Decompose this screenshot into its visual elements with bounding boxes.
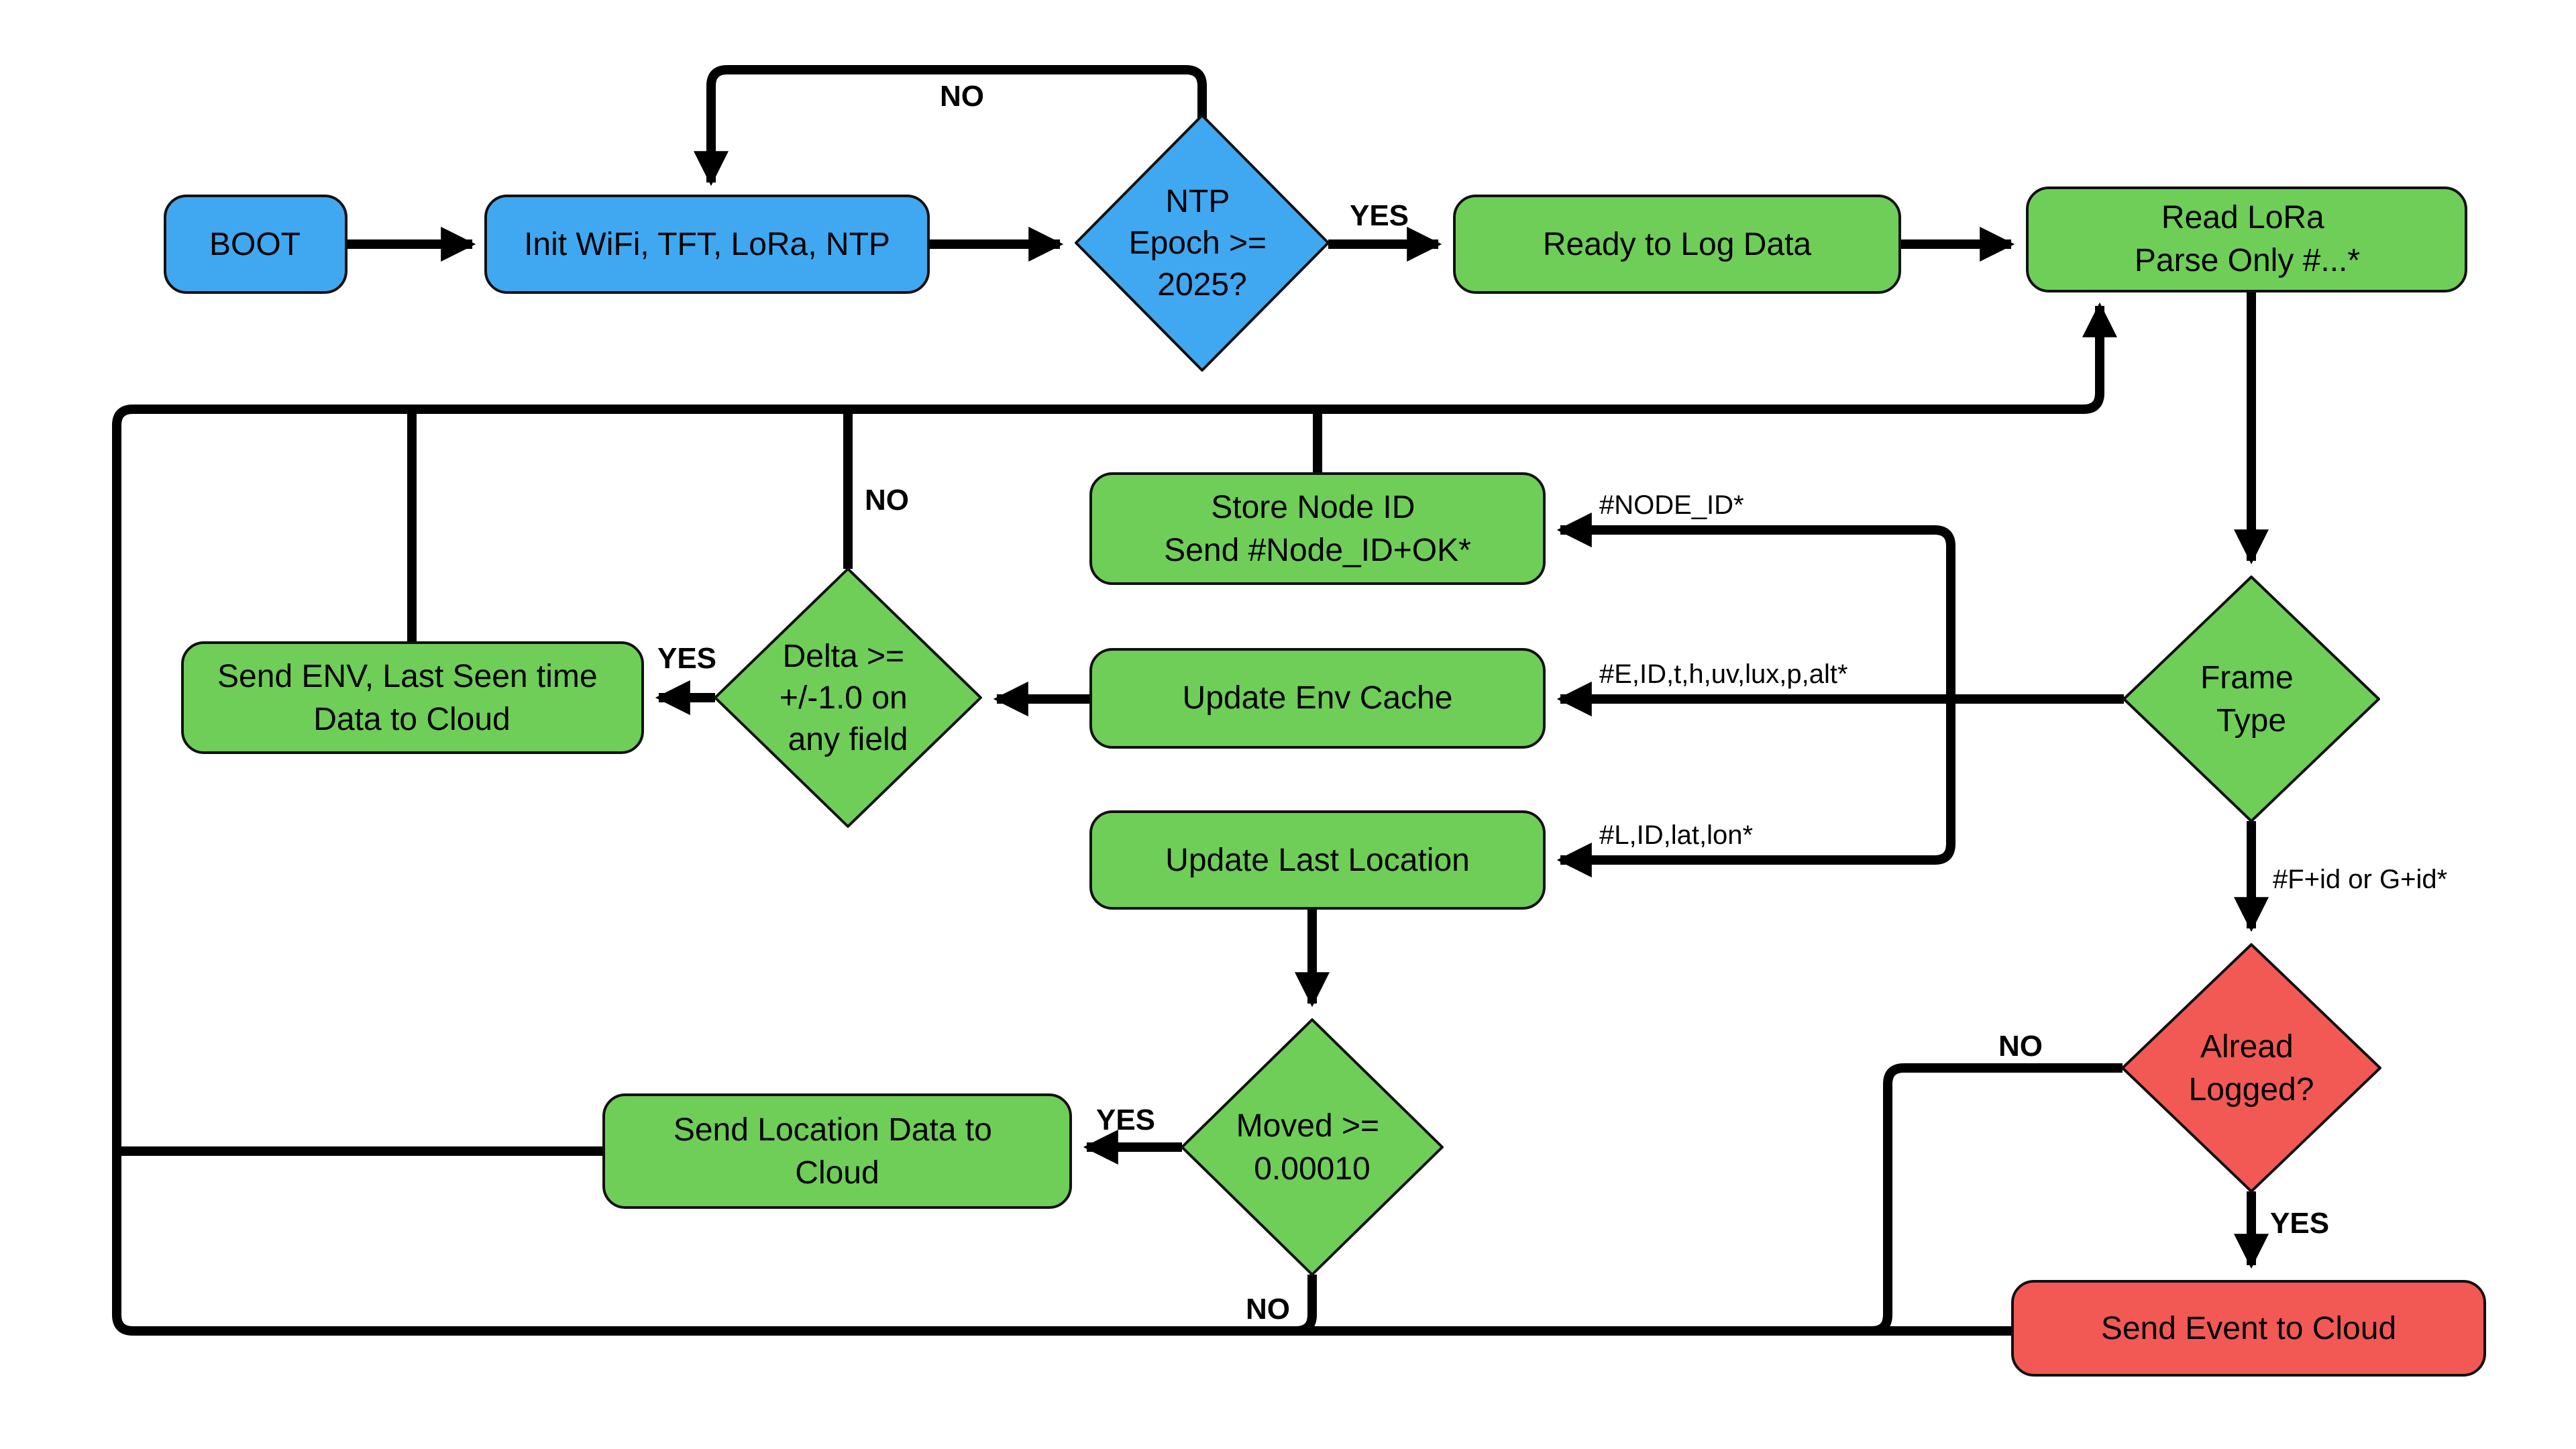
boot-label: BOOT xyxy=(209,227,301,262)
node-ntp-check: NTP Epoch >= 2025? xyxy=(1075,114,1330,372)
label-moved-yes: YES xyxy=(1096,1104,1155,1136)
label-frame-node-id: #NODE_ID* xyxy=(1599,490,1744,520)
node-already-logged: Alread Logged? xyxy=(2121,943,2381,1193)
update-env-cache-shape xyxy=(1089,648,1546,749)
ntp-check-label: NTP Epoch >= 2025? xyxy=(1129,184,1276,303)
send-event-label: Send Event to Cloud xyxy=(2101,1311,2396,1346)
send-env-label: Send ENV, Last Seen time Data to Cloud xyxy=(217,659,606,737)
send-event-shape xyxy=(2011,1280,2486,1377)
edge-frametype-lastlocation xyxy=(1556,699,1955,877)
moved-check-shape xyxy=(1181,1018,1444,1276)
update-env-cache-label: Update Env Cache xyxy=(1183,680,1453,716)
read-lora-shape xyxy=(2026,186,2467,292)
frame-type-label: Frame Type xyxy=(2200,660,2302,739)
label-ntp-no: NO xyxy=(940,80,984,113)
label-delta-no: NO xyxy=(865,484,909,517)
read-lora-label: Read LoRa Parse Only #...* xyxy=(2135,200,2360,278)
store-node-id-label: Store Node ID Send #Node_ID+OK* xyxy=(1164,490,1471,568)
edge-return-to-readlora xyxy=(112,302,2117,1336)
label-already-yes: YES xyxy=(2270,1207,2329,1240)
ntp-check-shape xyxy=(1075,114,1330,372)
edge-ntp-no-loop xyxy=(694,65,1207,186)
edge-layer xyxy=(112,65,2269,1336)
node-ready: Ready to Log Data xyxy=(1453,195,1901,294)
node-delta-check: Delta >= +/-1.0 on any field xyxy=(714,568,982,828)
init-shape xyxy=(484,195,930,294)
label-ntp-yes: YES xyxy=(1350,199,1409,232)
node-update-last-location: Update Last Location xyxy=(1089,810,1546,910)
send-location-label: Send Location Data to Cloud xyxy=(674,1112,1001,1191)
label-frame-env: #E,ID,t,h,uv,lux,p,alt* xyxy=(1599,659,1848,689)
node-send-event: Send Event to Cloud xyxy=(2011,1280,2486,1377)
ready-shape xyxy=(1453,195,1901,294)
node-update-env-cache: Update Env Cache xyxy=(1089,648,1546,749)
label-frame-event: #F+id or G+id* xyxy=(2273,865,2447,894)
node-read-lora: Read LoRa Parse Only #...* xyxy=(2026,186,2467,292)
delta-check-label: Delta >= +/-1.0 on any field xyxy=(780,639,916,757)
send-env-shape xyxy=(181,641,644,754)
moved-check-label: Moved >= 0.00010 xyxy=(1236,1108,1389,1187)
label-already-no: NO xyxy=(1998,1030,2043,1063)
update-last-location-label: Update Last Location xyxy=(1165,843,1470,878)
send-location-shape xyxy=(602,1093,1072,1209)
ready-label: Ready to Log Data xyxy=(1543,227,1812,262)
label-moved-no: NO xyxy=(1246,1293,1290,1326)
node-send-location: Send Location Data to Cloud xyxy=(602,1093,1072,1209)
label-delta-yes: YES xyxy=(657,642,716,675)
label-frame-location: #L,ID,lat,lon* xyxy=(1599,820,1753,850)
init-label: Init WiFi, TFT, LoRa, NTP xyxy=(524,227,890,262)
store-node-id-shape xyxy=(1089,472,1546,585)
already-logged-shape xyxy=(2121,943,2381,1193)
node-frame-type: Frame Type xyxy=(2123,576,2380,822)
frame-type-shape xyxy=(2123,576,2380,822)
delta-check-shape xyxy=(714,568,982,828)
edge-frametype-storenodeid xyxy=(1556,513,1955,699)
node-send-env: Send ENV, Last Seen time Data to Cloud xyxy=(181,641,644,754)
update-last-location-shape xyxy=(1089,810,1546,910)
node-store-node-id: Store Node ID Send #Node_ID+OK* xyxy=(1089,472,1546,585)
boot-shape xyxy=(164,195,347,294)
node-boot: BOOT xyxy=(164,195,347,294)
edge-label-layer: NO YES #NODE_ID* #E,ID,t,h,uv,lux,p,alt*… xyxy=(657,80,2447,1326)
already-logged-label: Alread Logged? xyxy=(2189,1029,2314,1108)
node-moved-check: Moved >= 0.00010 xyxy=(1181,1018,1444,1276)
node-init: Init WiFi, TFT, LoRa, NTP xyxy=(484,195,930,294)
